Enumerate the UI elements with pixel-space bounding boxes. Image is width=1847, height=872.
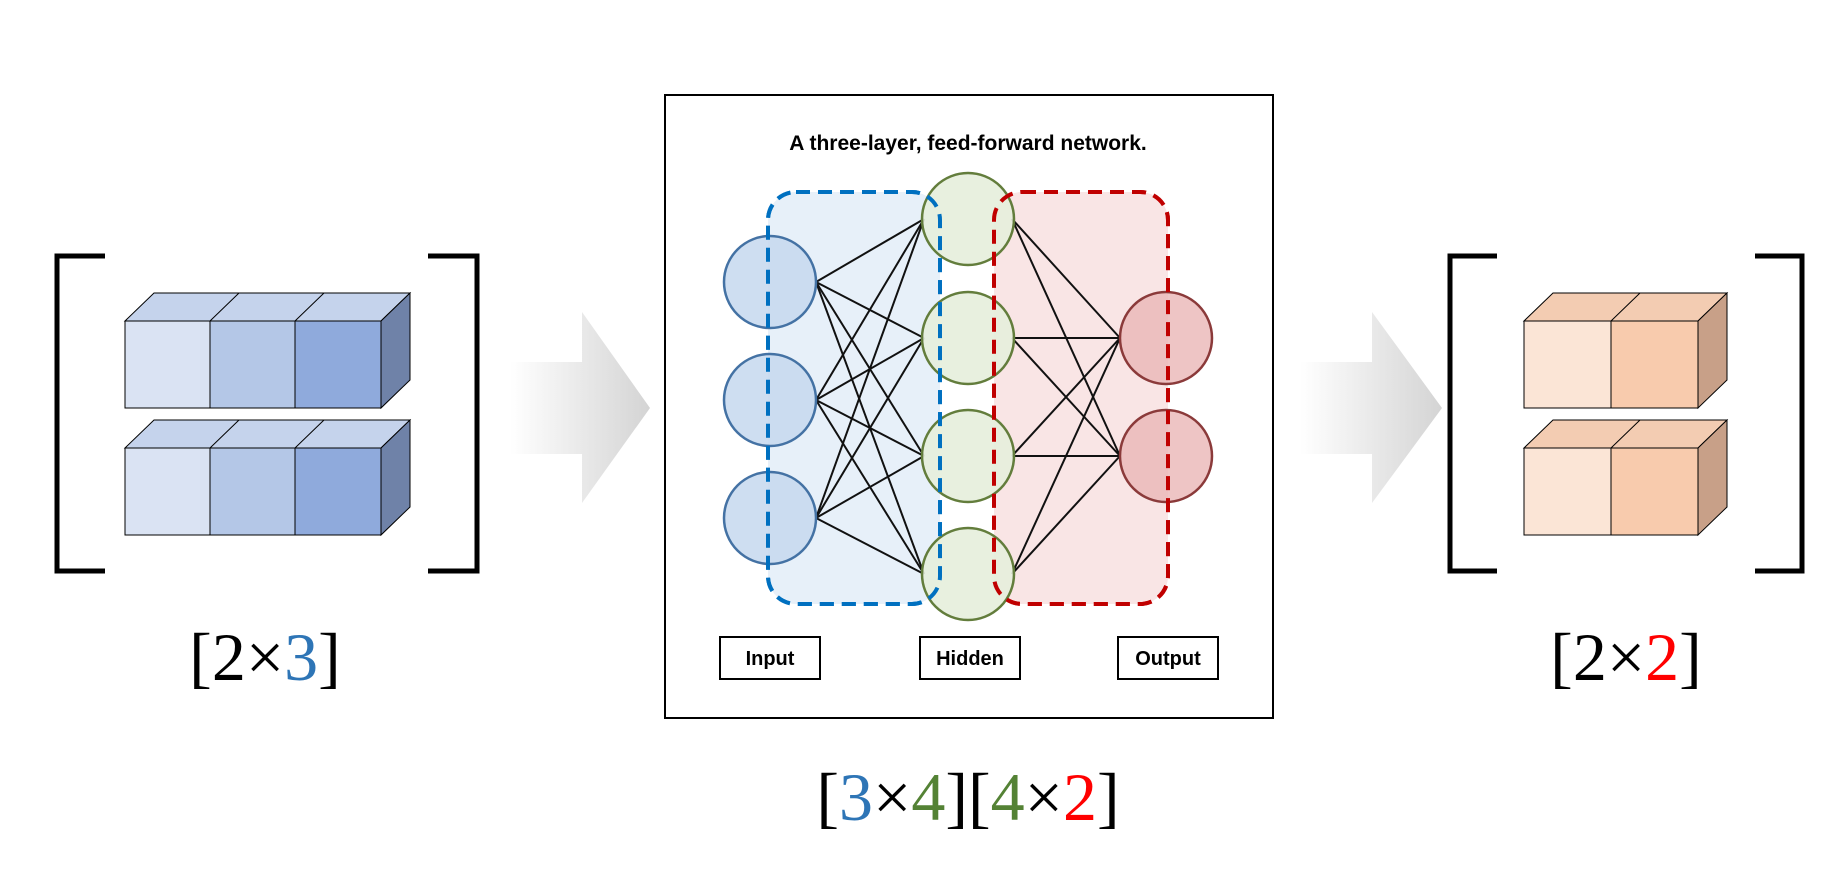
network-title: A three-layer, feed-forward network. — [789, 132, 1146, 155]
input-row-2-top — [123, 419, 412, 449]
input-matrix: [2×3] — [54, 253, 480, 695]
connections-input-hidden — [815, 218, 925, 575]
input-row-1-top — [123, 292, 412, 322]
output-cell-1-1 — [1523, 320, 1612, 409]
weights-shape-label: [3×4][4×2] — [816, 759, 1119, 835]
input-layer-label: Input — [719, 636, 821, 680]
output-matrix-left-bracket — [1447, 253, 1497, 574]
output-cell-2-2 — [1610, 447, 1699, 536]
output-matrix-shape-label: [2×2] — [1550, 619, 1702, 695]
svg-text:Output: Output — [1135, 648, 1201, 670]
svg-text:Hidden: Hidden — [936, 648, 1004, 670]
input-cell-1-1 — [124, 320, 211, 409]
input-cell-1-3 — [294, 320, 382, 409]
input-matrix-right-bracket — [428, 253, 480, 574]
hidden-node-4 — [920, 526, 1016, 622]
output-row-1 — [1522, 291, 1729, 410]
network-panel: A three-layer, feed-forward network. — [664, 94, 1274, 719]
arrow-right — [1300, 312, 1442, 503]
input-cell-2-1 — [124, 447, 211, 536]
input-matrix-left-bracket — [54, 253, 105, 574]
input-row-1 — [123, 291, 412, 410]
arrow-left — [510, 312, 650, 503]
hidden-nodes — [920, 171, 1016, 622]
output-row-2 — [1522, 418, 1729, 537]
output-layer-label: Output — [1117, 636, 1219, 680]
output-cell-1-2 — [1610, 320, 1699, 409]
connections-hidden-output — [1011, 218, 1121, 575]
input-cell-2-3 — [294, 447, 382, 536]
hidden-layer-label: Hidden — [919, 636, 1021, 680]
output-cell-2-1 — [1523, 447, 1612, 536]
hidden-node-2 — [920, 290, 1016, 386]
output-matrix: [2×2] — [1447, 253, 1805, 695]
input-cell-1-2 — [209, 320, 296, 409]
hidden-node-1 — [920, 171, 1016, 267]
output-layer-region — [992, 190, 1170, 606]
input-cell-2-2 — [209, 447, 296, 536]
input-matrix-shape-label: [2×3] — [189, 619, 341, 695]
output-matrix-right-bracket — [1755, 253, 1805, 574]
svg-text:Input: Input — [746, 648, 795, 670]
hidden-node-3 — [920, 408, 1016, 504]
input-row-2 — [123, 418, 412, 537]
